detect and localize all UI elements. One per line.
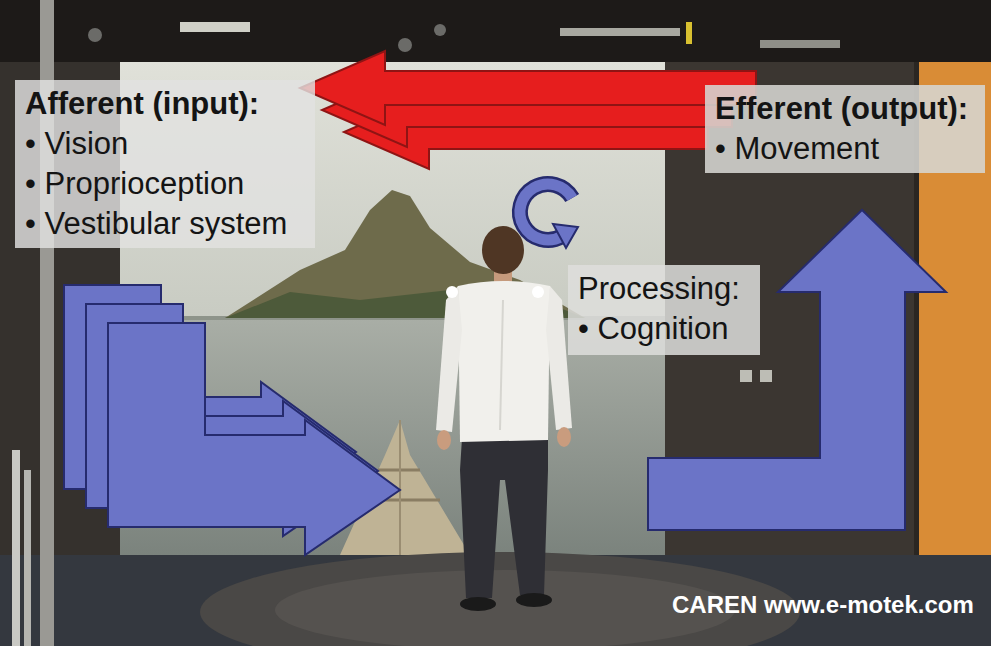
ceiling-camera [88, 28, 102, 42]
loop-arrow [520, 184, 578, 248]
shirt [458, 281, 550, 442]
bullet-item: • Proprioception [25, 164, 303, 204]
bullet-item: • Vision [25, 124, 303, 164]
hand [437, 430, 451, 450]
loop-head [553, 224, 578, 248]
shoe [516, 593, 552, 607]
block-arrow [108, 323, 400, 555]
strap [686, 22, 692, 44]
person [436, 226, 572, 611]
ceiling-light [760, 40, 840, 48]
shirt-fold [500, 300, 503, 430]
input-arrows [64, 285, 400, 555]
motion-marker [532, 286, 544, 298]
platform-top [275, 570, 735, 646]
pole [12, 450, 20, 646]
motion-marker [446, 286, 458, 298]
boat-mast [399, 420, 401, 555]
wall-outlet [760, 370, 772, 382]
bullet-item: • Movement [715, 129, 973, 169]
bullet-item: • Vestibular system [25, 204, 303, 244]
bullet-item: • Cognition [578, 309, 748, 349]
ceiling [0, 0, 991, 62]
ceiling-light [560, 28, 680, 36]
panel-heading: Processing: [578, 269, 748, 309]
credit-watermark: CAREN www.e-motek.com [672, 590, 974, 620]
block-arrow [300, 51, 756, 125]
panel-heading: Efferent (output): [715, 89, 973, 129]
text-panel: Afferent (input):• Vision• Proprioceptio… [15, 80, 315, 248]
output-arrow [648, 210, 946, 530]
hair [482, 226, 524, 274]
ceiling-camera [434, 24, 446, 36]
feedback-arrow [300, 51, 756, 169]
shoe [460, 597, 496, 611]
ceiling-camera [398, 38, 412, 52]
text-panel: Processing:• Cognition [568, 265, 760, 355]
text-panel: Efferent (output):• Movement [705, 85, 985, 173]
ceiling-light [180, 22, 250, 32]
hand [557, 427, 571, 447]
sleeve [436, 286, 462, 432]
jeans [460, 438, 548, 598]
wall-outlet [740, 370, 752, 382]
pole [24, 470, 31, 646]
panel-heading: Afferent (input): [25, 84, 303, 124]
